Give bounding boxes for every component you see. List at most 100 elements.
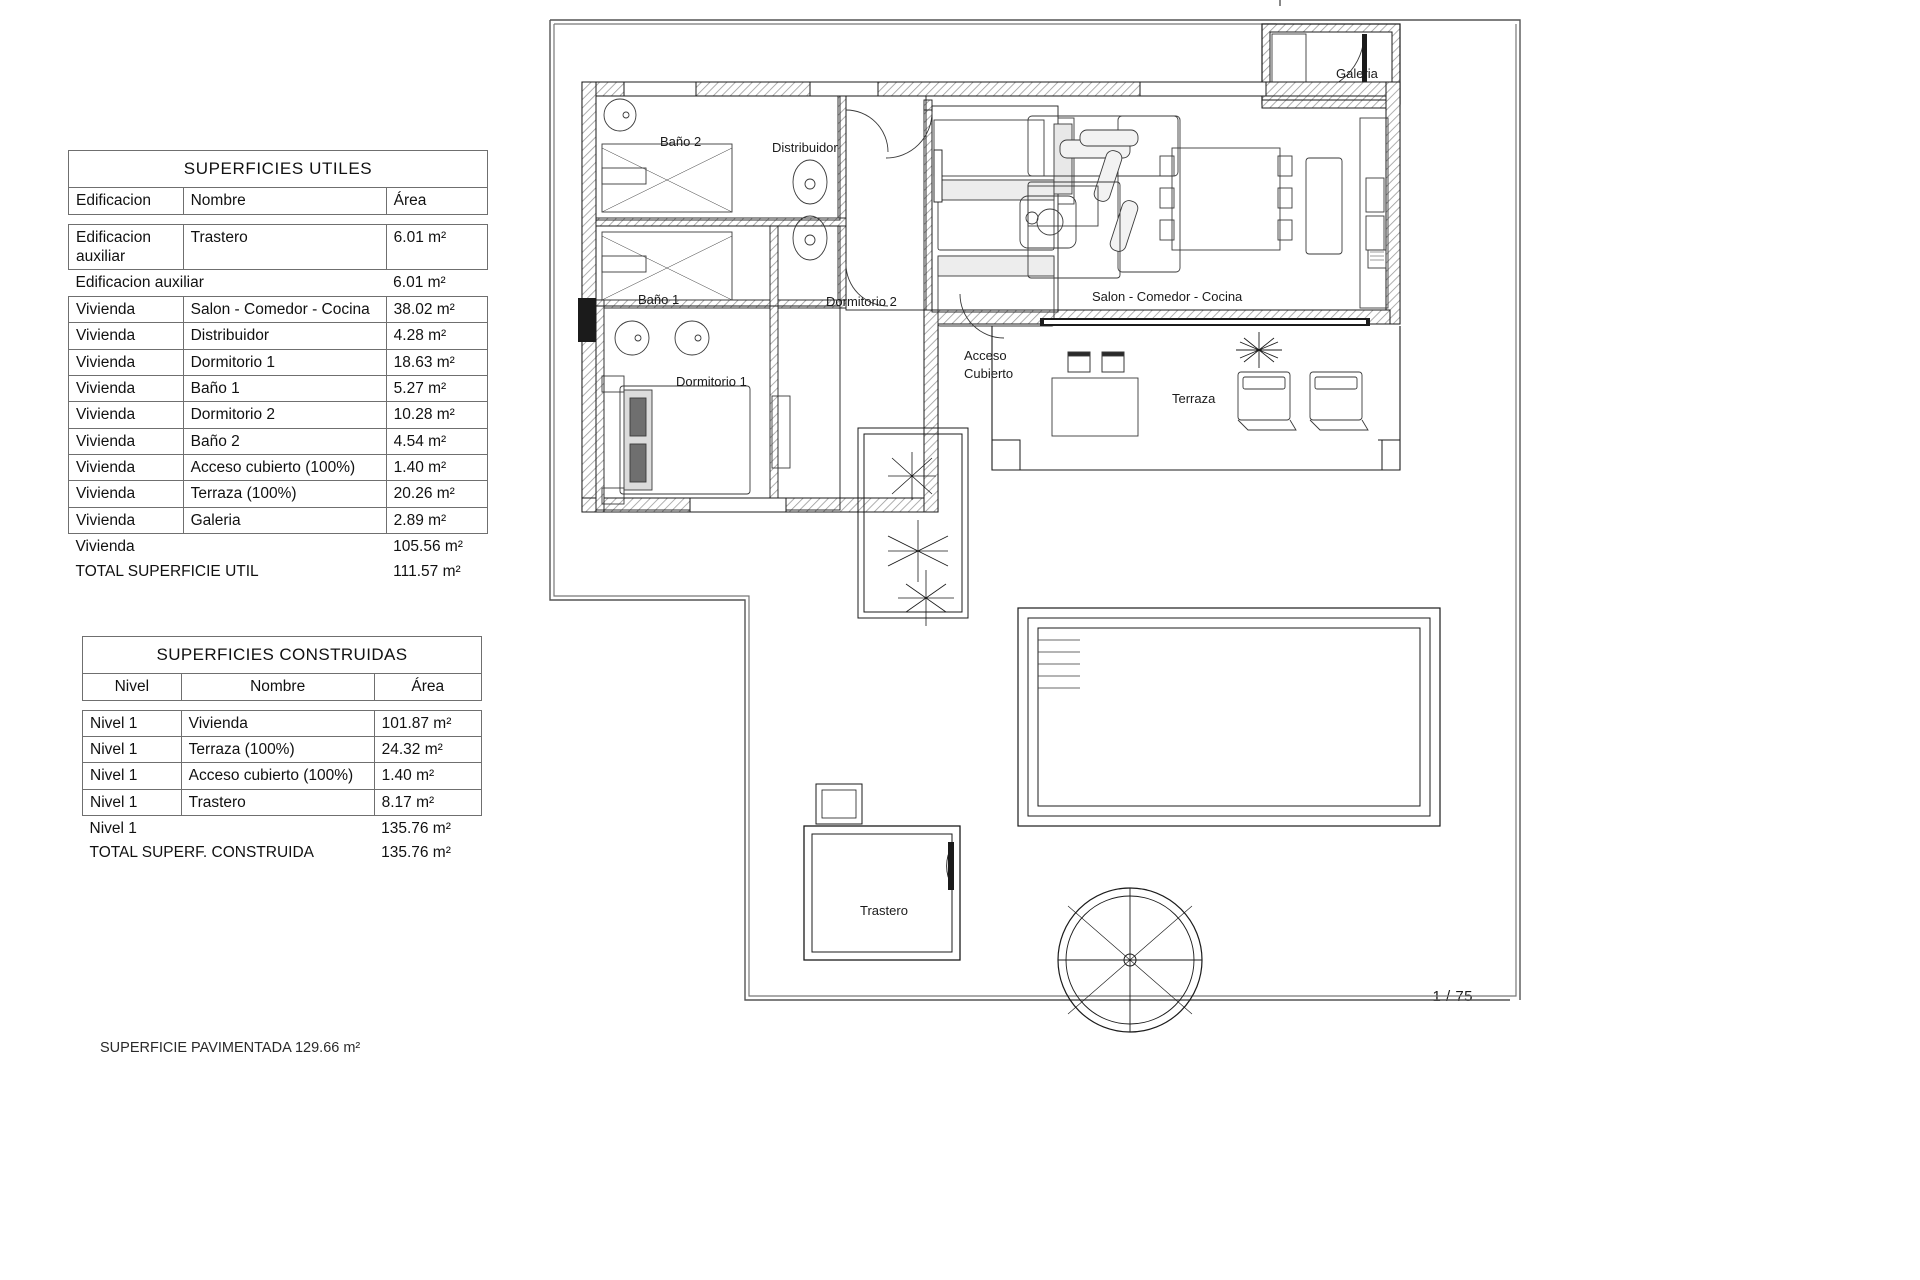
table-utiles-header: Edificacion Nombre Área (68, 187, 489, 215)
cell-edificacion: Vivienda (68, 427, 184, 456)
cell-nombre: Acceso cubierto (100%) (180, 762, 375, 790)
col-header-edificacion: Edificacion (68, 187, 184, 215)
cell-area: 24.32 m² (373, 735, 483, 764)
room-label-acceso-cubierto-line1: Acceso (964, 348, 1007, 363)
table-total-row: TOTAL SUPERFICIE UTIL 111.57 m² (69, 560, 488, 584)
room-label-distribuidor: Distribuidor (772, 140, 838, 155)
cell-subtotal-area: 135.76 m² (374, 815, 482, 842)
cell-subtotal-label: Vivienda (68, 533, 387, 560)
col-header-nombre: Nombre (180, 673, 375, 701)
table-construidas-title: SUPERFICIES CONSTRUIDAS (82, 635, 482, 675)
bedroom-furniture (601, 117, 1075, 505)
cell-area: 1.40 m² (373, 762, 483, 790)
table-row: Vivienda Baño 1 5.27 m² (68, 374, 489, 403)
cell-subtotal-area: 6.01 m² (386, 269, 488, 297)
cell-subtotal-area: 105.56 m² (386, 533, 488, 560)
cell-area: 1.40 m² (385, 453, 489, 482)
table-row: Nivel 1 Trastero 8.17 m² (82, 788, 483, 817)
cell-total-label: TOTAL SUPERF. CONSTRUIDA (89, 844, 315, 862)
room-label-galeria: Galeria (1336, 66, 1379, 81)
cell-nombre: Trastero (182, 223, 387, 271)
cell-nombre: Galeria (182, 506, 387, 535)
cell-area: 8.17 m² (373, 788, 483, 817)
cell-nombre: Baño 1 (182, 374, 387, 403)
plot-boundary (549, 0, 1521, 1001)
table-row: Vivienda Baño 2 4.54 m² (68, 427, 489, 456)
cell-nivel: Nivel 1 (82, 762, 182, 790)
cell-total-area: 135.76 m² (381, 844, 451, 862)
cell-nombre: Distribuidor (182, 322, 387, 350)
cell-nombre: Vivienda (180, 709, 375, 737)
house-outer-walls (581, 23, 1401, 513)
table-subtotal-row: Edificacion auxiliar 6.01 m² (68, 269, 488, 297)
cell-total-label: TOTAL SUPERFICIE UTIL (75, 562, 259, 580)
cell-area: 6.01 m² (385, 223, 489, 271)
cell-area: 5.27 m² (385, 374, 489, 403)
openings (578, 81, 1370, 513)
superficie-pavimentada-note: SUPERFICIE PAVIMENTADA 129.66 m² (100, 1040, 361, 1056)
cell-nivel: Nivel 1 (82, 788, 182, 817)
cell-total-area: 111.57 m² (393, 562, 461, 580)
terraza-area (991, 326, 1401, 471)
table-subtotal-vivienda: Vivienda 105.56 m² (68, 533, 488, 560)
col-header-nombre: Nombre (182, 187, 387, 215)
cell-area: 20.26 m² (385, 480, 489, 508)
table-row: Nivel 1 Terraza (100%) 24.32 m² (82, 735, 483, 764)
room-label-salon: Salon - Comedor - Cocina (1092, 289, 1243, 304)
cell-nombre: Trastero (180, 788, 375, 817)
cell-area: 101.87 m² (373, 709, 483, 737)
room-label-bano1: Baño 1 (638, 292, 679, 307)
area-tables: SUPERFICIES UTILES Edificacion Nombre Ár… (68, 149, 498, 866)
cell-edificacion: Vivienda (68, 295, 184, 324)
room-label-trastero: Trastero (860, 903, 908, 918)
table-title-row: SUPERFICIES CONSTRUIDAS (82, 635, 482, 675)
table-title-row: SUPERFICIES UTILES (68, 149, 488, 189)
swimming-pool (1017, 607, 1441, 827)
driveway-circle (1057, 887, 1203, 1033)
col-header-area: Área (373, 673, 483, 701)
cell-edificacion: Vivienda (68, 401, 184, 429)
table-row: Vivienda Galeria 2.89 m² (68, 506, 489, 535)
trastero-building (803, 783, 961, 961)
table-total-row: TOTAL SUPERF. CONSTRUIDA 135.76 m² (83, 841, 482, 865)
table-row: Vivienda Terraza (100%) 20.26 m² (68, 480, 489, 508)
cell-nombre: Dormitorio 2 (182, 401, 387, 429)
cell-nombre: Baño 2 (182, 427, 387, 456)
cell-nivel: Nivel 1 (82, 709, 182, 737)
cell-nombre: Terraza (100%) (180, 735, 375, 764)
cell-nombre: Dormitorio 1 (182, 348, 387, 376)
table-spacer (69, 214, 488, 224)
room-label-terraza: Terraza (1172, 391, 1216, 406)
room-label-acceso-cubierto-line2: Cubierto (964, 366, 1013, 381)
cell-edificacion: Vivienda (68, 480, 184, 508)
bath-fixtures (601, 98, 828, 356)
cell-area: 2.89 m² (385, 506, 489, 535)
cell-nivel: Nivel 1 (82, 735, 182, 764)
cell-edificacion: Vivienda (68, 374, 184, 403)
col-header-nivel: Nivel (82, 673, 182, 701)
cell-area: 18.63 m² (385, 348, 489, 376)
salon-furniture (1019, 115, 1389, 309)
cell-nombre: Salon - Comedor - Cocina (182, 295, 387, 324)
room-label-dormitorio2: Dormitorio 2 (826, 294, 897, 309)
cell-nombre: Acceso cubierto (100%) (182, 453, 387, 482)
drawing-sheet: SUPERFICIES UTILES Edificacion Nombre Ár… (68, 0, 1568, 1056)
table-utiles-title: SUPERFICIES UTILES (68, 149, 488, 189)
cell-area: 38.02 m² (385, 295, 489, 324)
table-row: Edificacion auxiliar Trastero 6.01 m² (68, 223, 489, 271)
col-header-area: Área (385, 187, 489, 215)
table-row: Nivel 1 Vivienda 101.87 m² (82, 709, 483, 737)
table-spacer (83, 700, 482, 710)
cell-edificacion: Edificacion auxiliar (68, 223, 184, 271)
cell-nombre: Terraza (100%) (182, 480, 387, 508)
door-swings (845, 109, 1005, 339)
cell-edificacion: Vivienda (68, 453, 184, 482)
table-subtotal-row: Nivel 1 135.76 m² (82, 815, 482, 842)
cell-edificacion: Vivienda (68, 322, 184, 350)
floor-plan-drawing: Baño 2 Baño 1 Distribuidor Dormitorio 1 … (520, 0, 1568, 1045)
garden-planter (857, 427, 969, 626)
table-row: Nivel 1 Acceso cubierto (100%) 1.40 m² (82, 762, 483, 790)
cell-area: 10.28 m² (385, 401, 489, 429)
table-construidas-header: Nivel Nombre Área (82, 673, 483, 701)
table-superficies-construidas: SUPERFICIES CONSTRUIDAS Nivel Nombre Áre… (82, 635, 483, 866)
